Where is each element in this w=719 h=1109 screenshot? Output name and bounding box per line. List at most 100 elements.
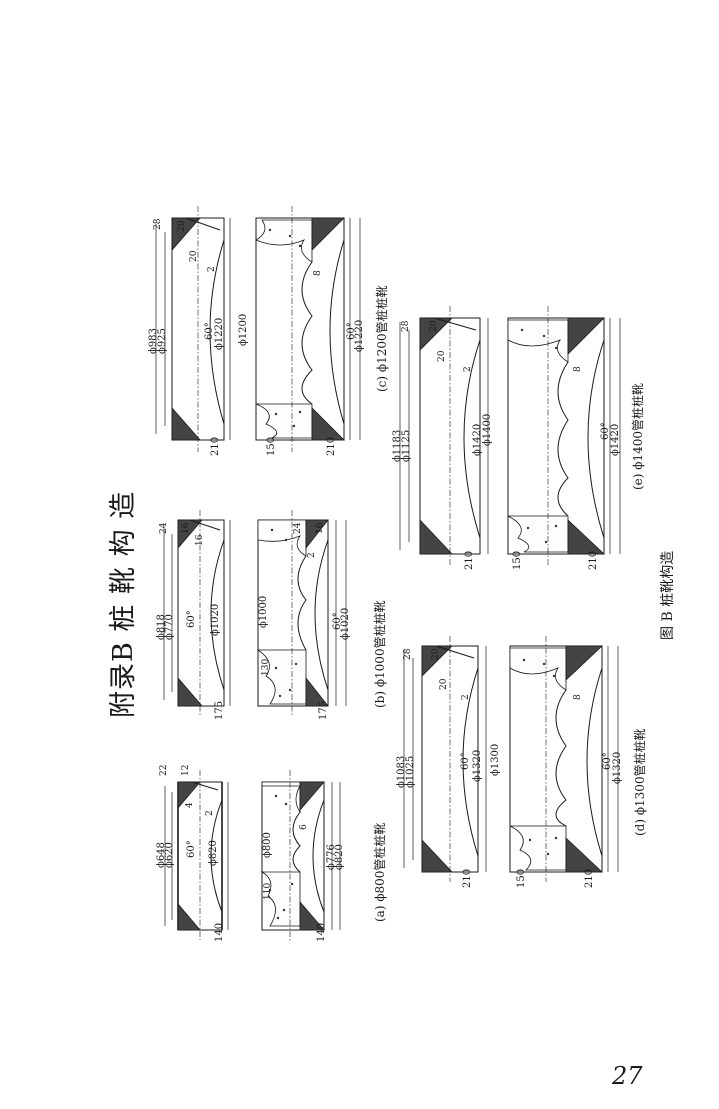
diagram-d: ϕ1083 ϕ1025 60° ϕ1320 28 20 20 2 210 ϕ13…: [396, 636, 647, 888]
diagram-d-d-inner-top: ϕ1025: [405, 756, 416, 788]
diagram-a-shoe-d2: ϕ820: [334, 844, 345, 870]
diagram-e-weld-b: 8: [573, 366, 583, 372]
diagram-a-pipe-d: ϕ800: [262, 832, 273, 858]
diagram-c-shoe-d: ϕ1220: [354, 320, 365, 352]
diagram-a-d-outer-top: ϕ648: [156, 842, 167, 868]
diagram-a-shoe-d1: ϕ776: [326, 844, 337, 870]
diagram-c-pipe-d: ϕ1200: [238, 314, 249, 346]
diagram-e-elevation: [399, 306, 489, 566]
diagram-d-caption: (d) ϕ1300管桩桩靴: [632, 728, 647, 836]
diagram-b-angle: 60°: [186, 610, 197, 628]
diagram-a-base-w2: 140: [316, 923, 327, 942]
diagram-b-gusset: 16: [195, 534, 205, 546]
diagram-b-d-outer-top: ϕ818: [156, 614, 167, 640]
diagram-b-top-h4: 16: [315, 522, 325, 534]
diagram-c-d-inner-top: ϕ925: [157, 328, 168, 354]
diagram-b-top-h1: 24: [159, 522, 169, 534]
diagram-d-weld-a: 2: [461, 694, 471, 700]
figure-title: 图 B 桩靴构造: [659, 551, 676, 640]
diagram-b-shoe-d: ϕ1020: [340, 608, 351, 640]
page-number: 27: [612, 1062, 643, 1090]
diagram-d-conc-h: 150: [516, 869, 527, 888]
diagram-e-conc-h: 150: [512, 551, 523, 570]
diagram-b-d-inner-top: ϕ770: [164, 614, 175, 640]
diagram-b-base-w: 175: [214, 701, 225, 720]
diagram-b-section: [256, 510, 347, 716]
diagram-e-gusset: 20: [437, 350, 447, 362]
diagram-a-section: [260, 770, 341, 942]
diagram-d-base-w2: 210: [584, 869, 595, 888]
diagram-b: ϕ818 ϕ770 60° ϕ1020 24 16 16 175 ϕ1000 1…: [156, 510, 387, 720]
diagram-e-angle: 60°: [600, 422, 611, 440]
diagram-c-weld-a: 2: [207, 266, 217, 272]
diagram-d-weld-b: 8: [573, 694, 583, 700]
diagram-b-weld-a: 2: [307, 552, 317, 558]
diagram-a-angle: 60°: [186, 840, 197, 858]
diagram-d-d-outer-top: ϕ1083: [396, 756, 407, 788]
diagram-a-d-inner-top: ϕ620: [164, 842, 175, 868]
diagram-e-d-outer-top: ϕ1183: [392, 430, 403, 462]
diagram-e-top-h2: 20: [429, 320, 439, 332]
diagram-e: ϕ1183 ϕ1125 ϕ1420 28 20 20 2 210 ϕ1400 1…: [392, 306, 645, 570]
diagram-e-top-h1: 28: [401, 320, 411, 332]
diagram-d-pipe-d: ϕ1300: [490, 744, 501, 776]
diagram-e-section: [507, 306, 621, 566]
diagram-c-section: [255, 206, 361, 452]
diagram-d-top-h2: 20: [431, 648, 441, 660]
diagram-b-conc-h: 130: [261, 659, 271, 676]
diagram-b-pipe-d: ϕ1000: [258, 596, 269, 628]
diagram-c-angle: 60°: [204, 322, 215, 340]
diagram-c-gusset: 20: [189, 250, 199, 262]
diagram-d-d-plate: ϕ1320: [472, 750, 483, 782]
diagram-e-base-w: 210: [464, 551, 475, 570]
diagram-d-section: [509, 636, 619, 882]
diagram-a-d-plate: ϕ820: [208, 840, 219, 866]
diagram-c-base-w: 210: [210, 437, 221, 456]
diagram-b-caption: (b) ϕ1000管桩桩靴: [372, 600, 387, 708]
diagram-e-pipe-d: ϕ1400: [482, 414, 493, 446]
diagram-a-weld-c: 6: [299, 824, 309, 830]
diagram-d-elevation: [403, 636, 487, 882]
diagram-d-base-w: 210: [462, 869, 473, 888]
diagram-c-conc-h: 150: [266, 437, 277, 456]
diagram-c-caption: (c) ϕ1200管桩桩靴: [374, 285, 389, 392]
diagram-b-angle2: 60°: [332, 612, 343, 630]
diagram-a-weld-b: 2: [205, 810, 215, 816]
diagram-a-top-h2: 12: [181, 765, 191, 776]
diagram-c-top-h1: 28: [153, 218, 163, 230]
diagram-d-top-h1: 28: [403, 648, 413, 660]
diagram-a-conc-h: 110: [263, 883, 273, 900]
diagram-c-d-plate: ϕ1220: [214, 318, 225, 350]
diagram-c: ϕ983 ϕ925 60° ϕ1220 28 20 20 2 210 ϕ1200…: [148, 206, 389, 456]
appendix-title: 附录B 桩 靴 构 造: [108, 491, 139, 718]
diagram-b-top-h3: 24: [293, 522, 303, 534]
diagram-d-angle: 60°: [460, 752, 471, 770]
diagram-c-elevation: [155, 206, 231, 452]
diagram-e-d-plate: ϕ1420: [472, 424, 483, 456]
diagram-a-elevation: [164, 770, 229, 940]
diagram-a: ϕ648 ϕ620 60° ϕ820 22 12 4 2 140 ϕ800 11…: [156, 765, 387, 942]
diagram-b-base-w2: 175: [318, 701, 329, 720]
diagram-e-shoe-d: ϕ1420: [610, 424, 621, 456]
diagram-c-weld-b: 8: [313, 270, 323, 276]
diagram-a-top-h1: 22: [159, 765, 169, 776]
diagram-c-d-outer-top: ϕ983: [148, 328, 159, 354]
diagram-d-angle2: 60°: [602, 752, 613, 770]
diagram-e-d-inner-top: ϕ1125: [401, 430, 412, 462]
diagram-b-top-h2: 16: [181, 522, 191, 534]
diagram-c-top-h2: 20: [177, 220, 187, 232]
diagram-a-weld-a: 4: [185, 802, 195, 808]
diagram-d-shoe-d: ϕ1320: [612, 752, 623, 784]
diagram-d-gusset: 20: [439, 678, 449, 690]
diagram-e-base-w2: 210: [588, 551, 599, 570]
diagram-c-base-w2: 210: [326, 437, 337, 456]
diagram-e-weld-a: 2: [463, 366, 473, 372]
diagram-e-caption: (e) ϕ1400管桩桩靴: [630, 383, 645, 490]
diagram-c-angle2: 60°: [346, 322, 357, 340]
diagram-a-base-w: 140: [214, 923, 225, 942]
diagram-b-d-plate: ϕ1020: [210, 604, 221, 636]
diagram-b-elevation: [163, 510, 231, 716]
diagram-a-caption: (a) ϕ800管桩桩靴: [372, 823, 387, 922]
